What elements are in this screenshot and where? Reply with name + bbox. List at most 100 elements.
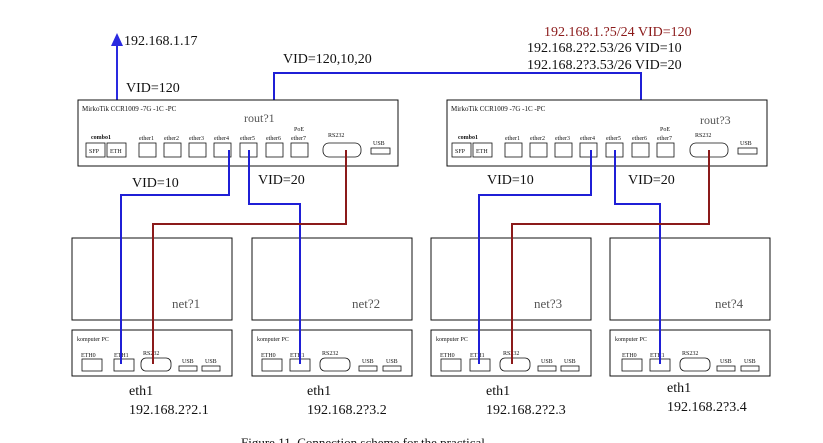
eth0-port[interactable] (261, 358, 283, 372)
usb-label: USB (720, 359, 732, 365)
router-model-label: MirkoTik CCR1009 -7G -1C -PC (82, 105, 177, 113)
eth1-label: ETH1 (290, 353, 305, 359)
usb-port[interactable] (382, 365, 402, 372)
ether3-port[interactable] (188, 142, 207, 158)
eth0-label: ETH0 (81, 353, 96, 359)
ether4-port[interactable] (213, 142, 232, 158)
sfp-port[interactable] (85, 142, 106, 158)
router-3: MirkoTik CCR1009 -7G -1C -PC rout?3 comb… (446, 99, 768, 167)
router3-ip-120: 192.168.1.?5/24 VID=120 (544, 25, 692, 40)
usb-port[interactable] (560, 365, 580, 372)
ether2-port[interactable] (163, 142, 182, 158)
ether7-port[interactable] (290, 142, 309, 158)
router1-vid20-label: VID=20 (258, 173, 305, 188)
sfp-port[interactable] (451, 142, 472, 158)
ether7-label: ether7 (291, 136, 306, 142)
cable-vid20-net4 (614, 150, 661, 364)
usb-port[interactable] (358, 365, 378, 372)
pc-model-label: komputer PC (436, 337, 468, 343)
cable-vid10-net3 (478, 150, 592, 364)
usb-label: USB (740, 141, 752, 147)
ether4-label: ether4 (214, 136, 229, 142)
eth0-port[interactable] (81, 358, 103, 372)
eth0-port[interactable] (621, 358, 643, 372)
poe-label: PoE (294, 127, 304, 133)
combo-label: combo1 (91, 135, 111, 141)
pc-model-label: komputer PC (615, 337, 647, 343)
usb-label: USB (182, 359, 194, 365)
eth0-label: ETH0 (440, 353, 455, 359)
rs232-port[interactable] (499, 357, 531, 372)
usb-label: USB (564, 359, 576, 365)
ether5-label: ether5 (606, 136, 621, 142)
router3-vid20-label: VID=20 (628, 173, 675, 188)
rs232-port[interactable] (322, 142, 362, 158)
usb-label: USB (541, 359, 553, 365)
eth-label: ETH (110, 149, 122, 155)
ether1-port[interactable] (138, 142, 157, 158)
usb-port[interactable] (716, 365, 736, 372)
usb-port[interactable] (737, 147, 758, 155)
rs232-port[interactable] (319, 357, 351, 372)
pc3-iface-label: eth1 (486, 384, 510, 399)
figure-caption: Figure 11. Connection scheme for the pra… (241, 435, 498, 443)
computer-4-case: komputer PC ETH0 ETH1 RS232 USB USB (609, 329, 771, 377)
usb-port[interactable] (537, 365, 557, 372)
eth0-label: ETH0 (622, 353, 637, 359)
router3-ip-20: 192.168.2?3.53/26 VID=20 (527, 58, 682, 73)
ether2-label: ether2 (164, 136, 179, 142)
computer-2-case: komputer PC ETH0 ETH1 RS232 USB USB (251, 329, 413, 377)
usb-port[interactable] (178, 365, 198, 372)
router3-vid10-label: VID=10 (487, 173, 534, 188)
ether4-port[interactable] (579, 142, 598, 158)
rs232-port[interactable] (679, 357, 711, 372)
ether6-label: ether6 (632, 136, 647, 142)
ether6-port[interactable] (631, 142, 650, 158)
ether1-port[interactable] (504, 142, 523, 158)
ether6-port[interactable] (265, 142, 284, 158)
ether2-port[interactable] (529, 142, 548, 158)
rs232-label: RS232 (322, 351, 338, 357)
eth0-port[interactable] (440, 358, 462, 372)
usb-label: USB (386, 359, 398, 365)
pc-model-label: komputer PC (77, 337, 109, 343)
ether6-label: ether6 (266, 136, 281, 142)
ether7-port[interactable] (656, 142, 675, 158)
router-name-label: rout?3 (700, 113, 731, 127)
eth1-label: ETH1 (650, 353, 665, 359)
router-name-label: rout?1 (244, 111, 275, 125)
ether7-label: ether7 (657, 136, 672, 142)
eth-port[interactable] (106, 142, 127, 158)
cable-rs232-net3 (511, 150, 710, 364)
pc4-iface-label: eth1 (667, 381, 691, 396)
ether1-label: ether1 (505, 136, 520, 142)
monitor-label: net?1 (172, 296, 200, 311)
eth-label: ETH (476, 149, 488, 155)
router1-vid10-label: VID=10 (132, 176, 179, 191)
usb-label: USB (205, 359, 217, 365)
monitor-label: net?2 (352, 296, 380, 311)
usb-port[interactable] (740, 365, 760, 372)
eth1-label: ETH1 (470, 353, 485, 359)
usb-port[interactable] (370, 147, 391, 155)
monitor-label: net?4 (715, 296, 744, 311)
pc4-ip-label: 192.168.2?3.4 (667, 400, 747, 415)
eth0-label: ETH0 (261, 353, 276, 359)
ether3-port[interactable] (554, 142, 573, 158)
computer-4-monitor: net?4 (609, 237, 771, 321)
eth-port[interactable] (472, 142, 493, 158)
pc3-ip-label: 192.168.2?2.3 (486, 403, 566, 418)
router-1: MirkoTik CCR1009 -7G -1C -PC rout?1 comb… (77, 99, 399, 167)
sfp-label: SFP (455, 149, 466, 155)
rs232-label: RS232 (143, 351, 159, 357)
rs232-port[interactable] (140, 357, 172, 372)
usb-label: USB (744, 359, 756, 365)
usb-port[interactable] (201, 365, 221, 372)
usb-label: USB (362, 359, 374, 365)
eth1-port[interactable] (113, 358, 135, 372)
ether5-label: ether5 (240, 136, 255, 142)
uplink-ip-label: 192.168.1.17 (124, 34, 198, 49)
cable-vid10-net1 (120, 150, 230, 364)
poe-label: PoE (660, 127, 670, 133)
ether4-label: ether4 (580, 136, 595, 142)
